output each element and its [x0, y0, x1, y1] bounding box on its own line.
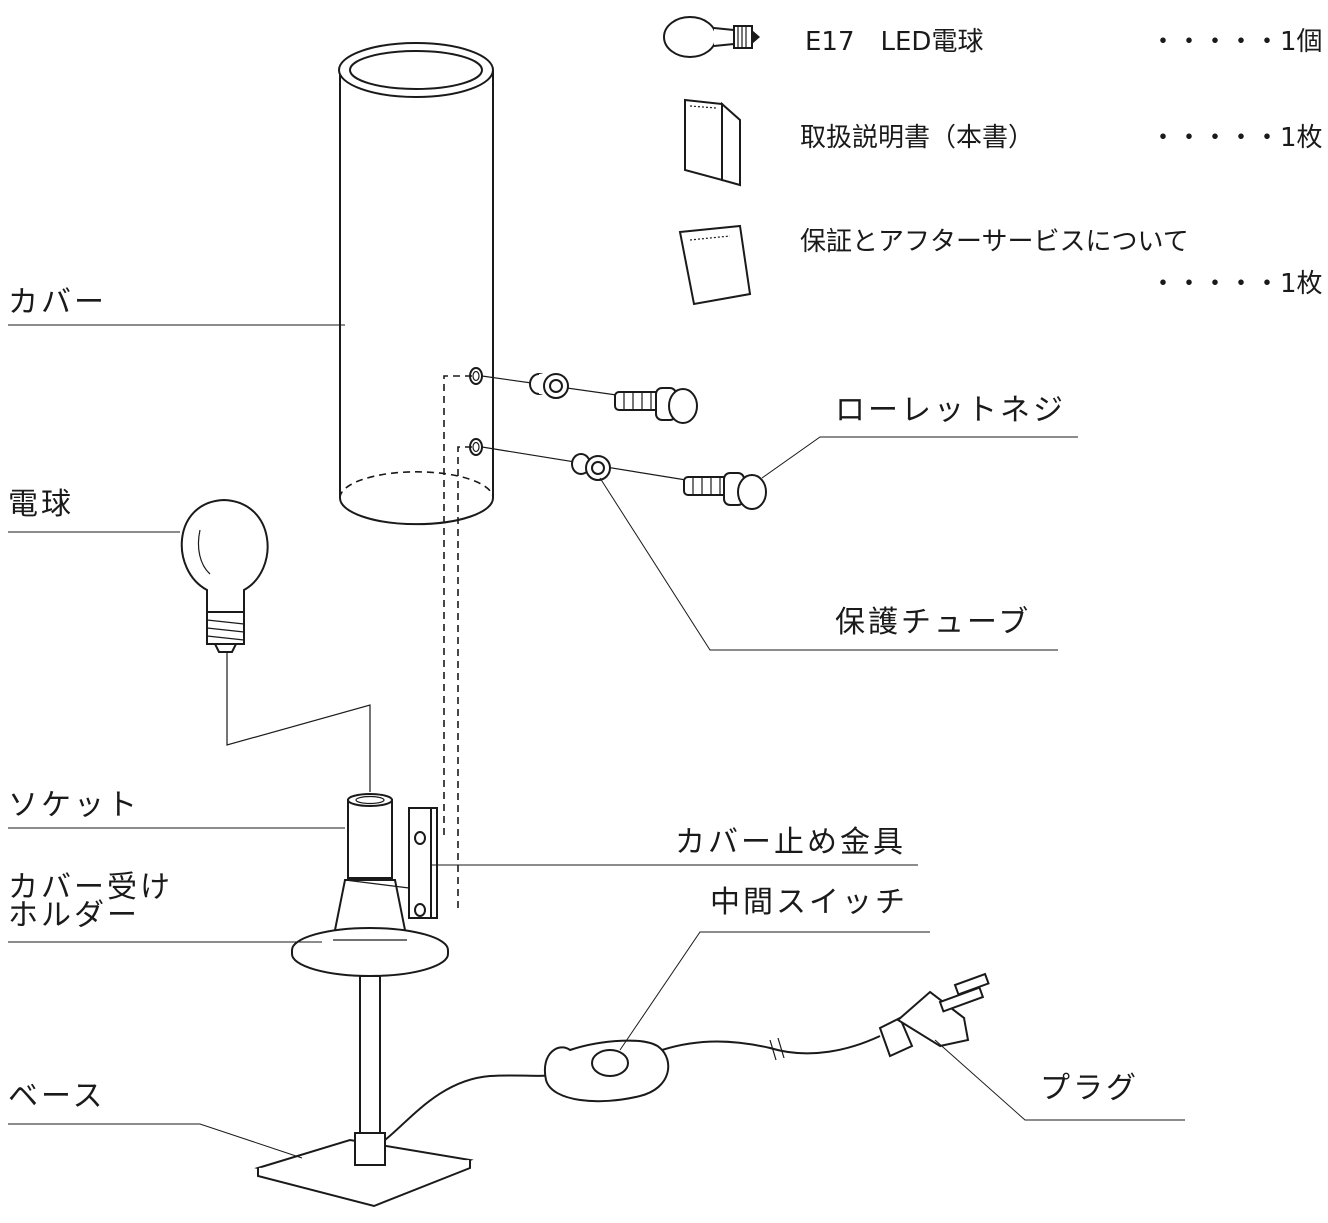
label-plug: プラグ	[1040, 1071, 1139, 1106]
knurled-screw-upper	[614, 387, 698, 424]
accessory-bulb-name: E17 LED電球	[805, 27, 983, 57]
socket-drawing	[331, 793, 410, 941]
inline-switch-drawing	[543, 1039, 670, 1103]
accessory-warranty-qty: ・・・・・1枚	[1150, 269, 1323, 299]
bracket-guide-lower	[457, 446, 472, 912]
label-cover-bracket: カバー止め金具	[675, 825, 906, 860]
accessory-manual-qty: ・・・・・1枚	[1150, 123, 1323, 153]
accessory-manual-name: 取扱説明書（本書）	[800, 123, 1034, 153]
protective-tube-upper	[529, 373, 569, 399]
knurled-screw-lower	[683, 472, 767, 510]
cover-cylinder	[338, 42, 494, 526]
plug-drawing	[878, 972, 990, 1058]
accessory-bulb-icon	[663, 16, 760, 58]
bracket-guide-upper	[443, 375, 472, 840]
label-socket: ソケット	[8, 788, 140, 823]
protective-tube-lower	[571, 453, 611, 481]
cover-holder-drawing	[291, 927, 449, 977]
label-inline-switch: 中間スイッチ	[710, 885, 908, 920]
label-protective-tube: 保護チューブ	[835, 605, 1031, 640]
accessory-bulb-qty: ・・・・・1個	[1150, 27, 1323, 57]
base-drawing	[254, 975, 474, 1208]
cover-bracket-drawing	[408, 807, 438, 919]
label-knurled-screw: ローレットネジ	[835, 393, 1066, 428]
label-bulb: 電球	[8, 487, 74, 522]
accessory-manual-icon	[684, 98, 741, 187]
label-base: ベース	[8, 1079, 106, 1114]
label-cover: カバー	[8, 285, 107, 320]
bulb-to-socket-line	[226, 652, 371, 792]
accessory-warranty-name: 保証とアフターサービスについて	[800, 227, 1189, 257]
accessory-warranty-card-icon	[678, 224, 752, 306]
label-cover-holder-line1: カバー受け	[8, 870, 173, 905]
bulb-drawing	[180, 498, 269, 653]
label-cover-holder-line2: ホルダー	[8, 898, 140, 933]
